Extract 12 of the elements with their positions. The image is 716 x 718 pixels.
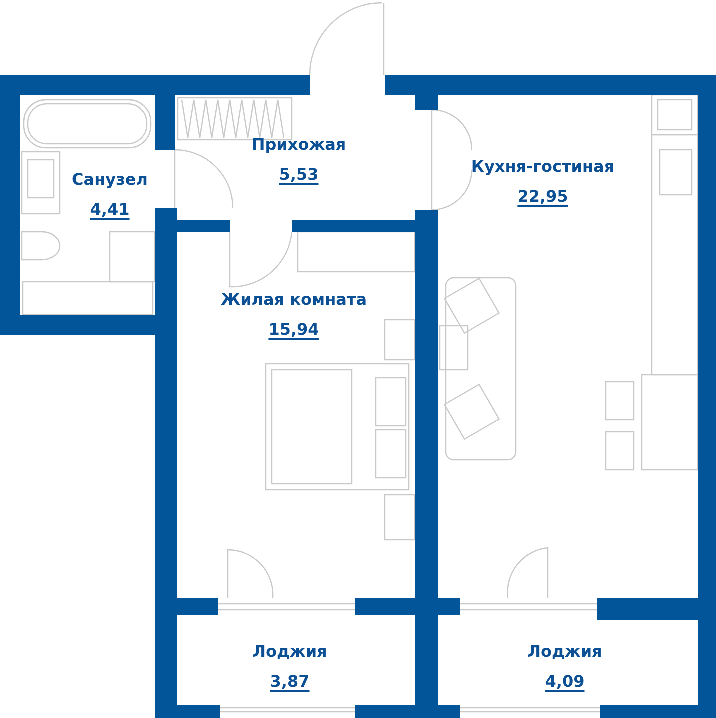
room-name: Санузел [72,170,148,189]
room-area: 5,53 [279,165,319,184]
room-name: Лоджия [528,642,602,661]
room-name: Кухня-гостиная [471,157,615,176]
room-area: 4,41 [90,200,130,219]
room-name: Лоджия [252,642,328,661]
room-area: 22,95 [518,187,568,206]
room-name: Жилая комната [221,290,367,309]
room-area: 4,09 [545,672,585,691]
room-name: Прихожая [252,135,346,154]
room-area: 3,87 [270,672,310,691]
room-area: 15,94 [268,320,320,339]
